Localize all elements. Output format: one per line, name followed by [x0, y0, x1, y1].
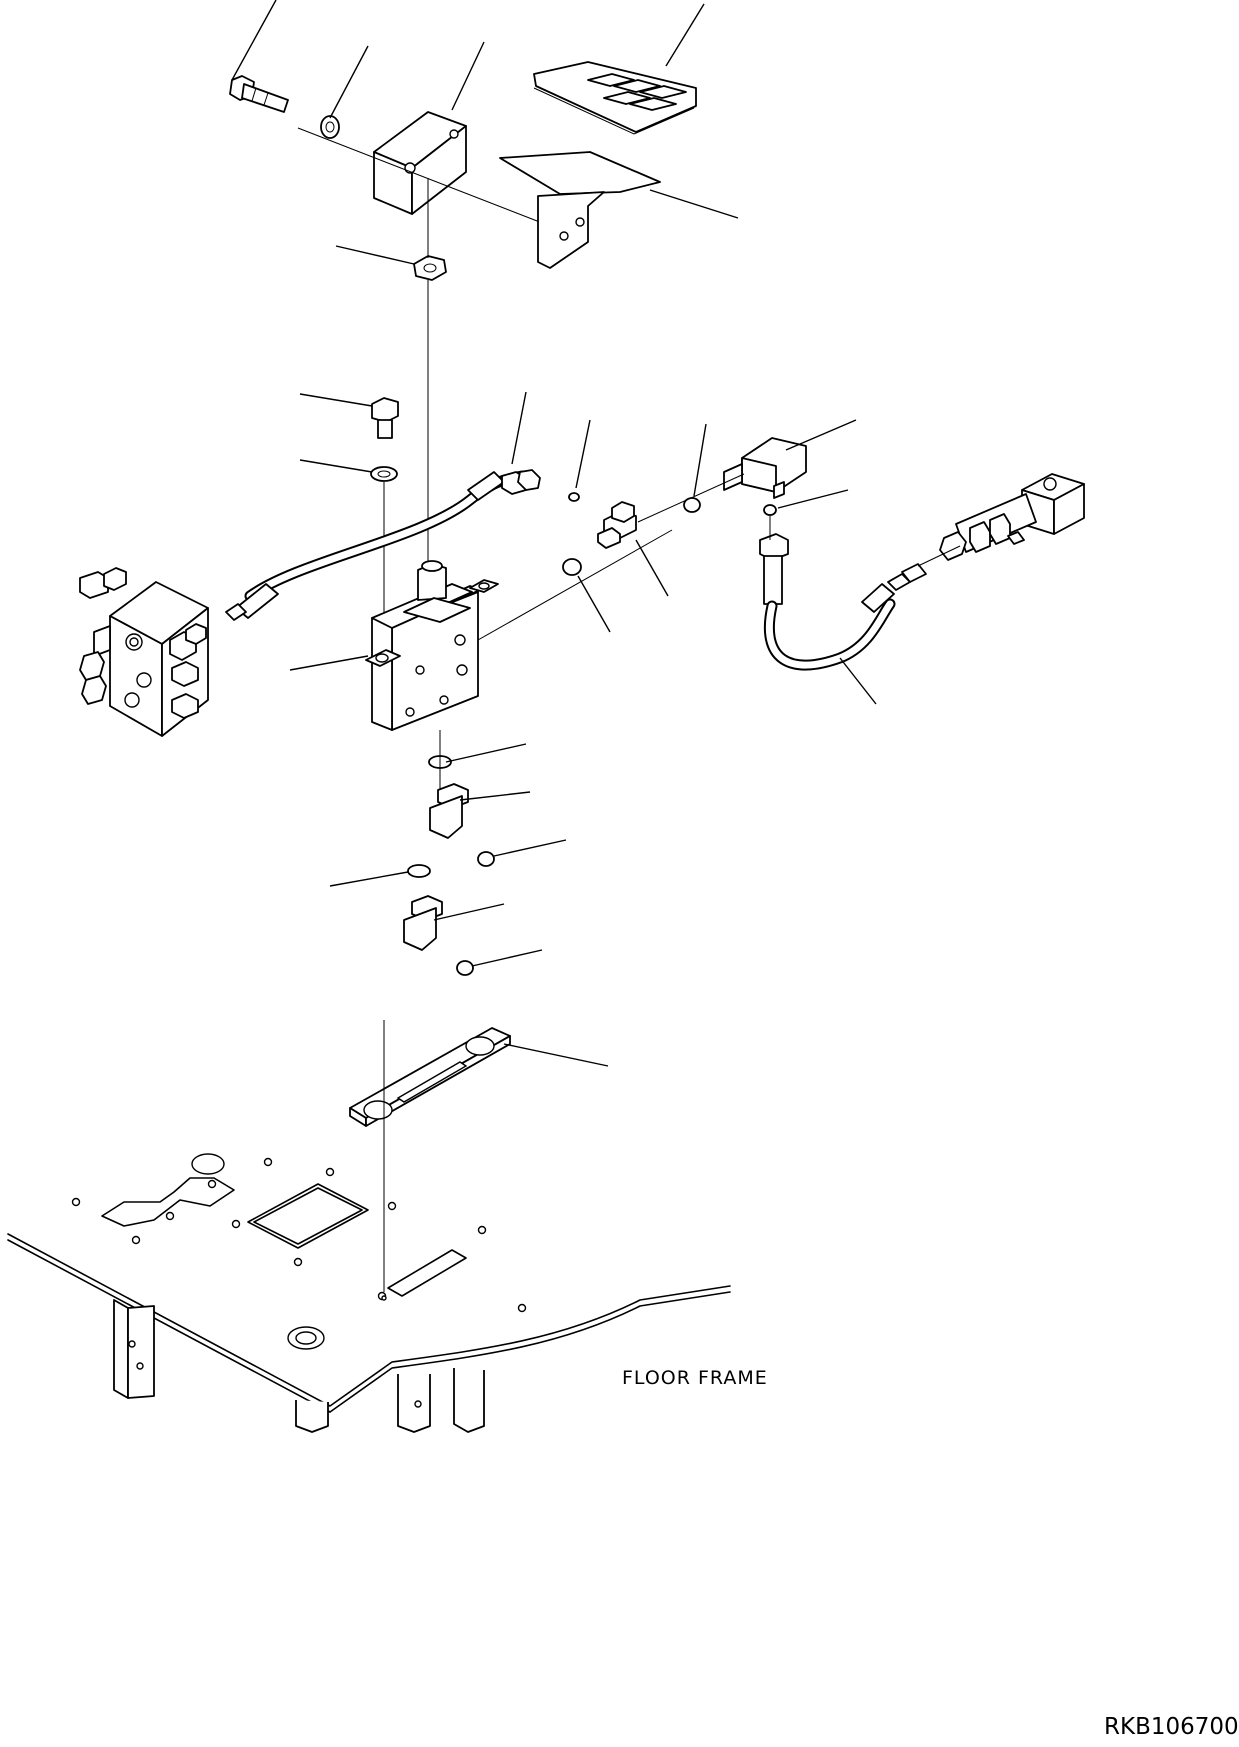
left-hydraulic-hose	[225, 469, 541, 621]
elbow-fitting-lower-2	[403, 895, 443, 951]
pedal-pad	[533, 61, 697, 135]
floor-frame-label: FLOOR FRAME	[622, 1367, 768, 1389]
right-hydraulic-hose	[759, 533, 927, 671]
pressure-switch	[723, 437, 807, 499]
o-ring-8	[456, 960, 474, 976]
slotted-cover-plate	[349, 1027, 511, 1127]
elbow-fitting-mid	[597, 501, 637, 549]
washer-mid	[370, 466, 398, 482]
washer-top	[320, 115, 340, 139]
pedal-valve-assembly	[365, 397, 673, 731]
left-valve-manifold	[79, 567, 209, 737]
o-ring-4	[763, 504, 777, 516]
callout-leader-lines	[231, 0, 877, 1067]
bolt-top	[229, 75, 289, 113]
drawing-code: RKB106700	[1104, 1714, 1239, 1740]
pedal-valve-body	[365, 529, 673, 731]
o-ring-7	[407, 864, 431, 878]
top-pedal-assembly	[229, 61, 697, 570]
o-ring-6	[477, 851, 495, 867]
right-fittings-group	[403, 437, 1085, 976]
o-ring-1	[568, 492, 580, 502]
elbow-fitting-lower-1	[429, 783, 469, 839]
floor-frame	[7, 1020, 731, 1433]
pedal-bracket	[499, 151, 661, 269]
bolt-small	[371, 397, 399, 439]
o-ring-2	[562, 558, 582, 576]
right-valve-block	[939, 473, 1085, 561]
hex-nut-top	[413, 255, 447, 281]
